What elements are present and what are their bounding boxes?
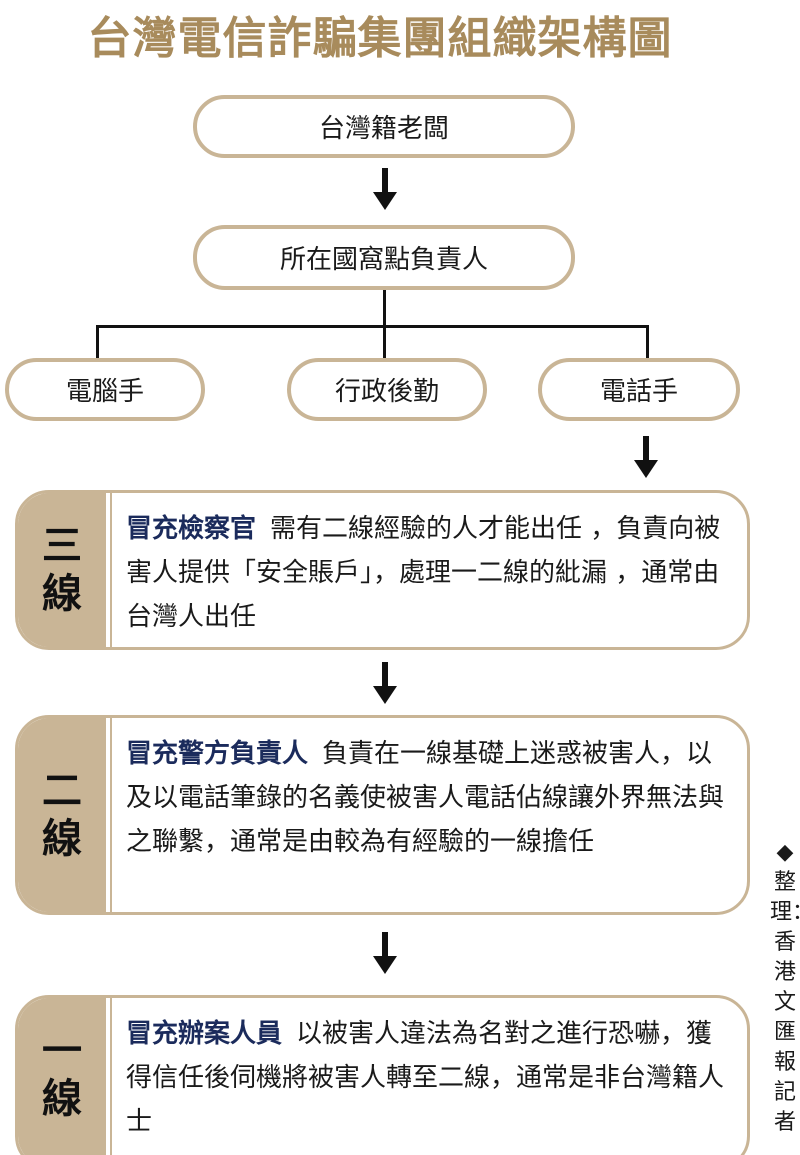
- node-phone: 電話手: [538, 358, 740, 421]
- line-label-bottom: 線: [42, 815, 82, 862]
- line-label: 三線: [18, 493, 110, 647]
- role-description: 需有二線經驗的人才能出任 ，負責向被害人提供「安全賬戶」，處理一二線的紕漏 ，通…: [126, 514, 721, 632]
- section-line-3: 三線 冒充檢察官需有二線經驗的人才能出任 ，負責向被害人提供「安全賬戶」，處理一…: [15, 490, 750, 650]
- connector-line: [383, 325, 386, 360]
- node-computer: 電腦手: [5, 358, 205, 421]
- connector-line: [96, 325, 99, 360]
- chart-title: 台灣電信詐騙集團組織架構圖: [87, 13, 673, 64]
- connector-line: [96, 325, 649, 328]
- credit-text: ◆整理：香港文匯報記者: [770, 840, 800, 1135]
- role-title: 冒充警方負責人: [126, 739, 309, 769]
- line-label: 二線: [18, 718, 110, 912]
- line-label-top: 一: [42, 1027, 82, 1074]
- line-label-top: 三: [42, 522, 82, 569]
- line-label-bottom: 線: [42, 570, 82, 617]
- node-admin: 行政後勤: [287, 358, 487, 421]
- role-description: 以被害人違法為名對之進行恐嚇，獲得信任後伺機將被害人轉至二線，通常是非台灣籍人士: [126, 1019, 725, 1137]
- role-title: 冒充辦案人員: [126, 1019, 283, 1049]
- connector-line: [646, 325, 649, 360]
- node-boss: 台灣籍老闆: [193, 95, 575, 158]
- line-label-top: 二: [42, 767, 82, 814]
- role-description: 負責在一線基礎上迷惑被害人，以及以電話筆錄的名義使被害人電話佔線讓外界無法與之聯…: [126, 739, 725, 857]
- section-line-2: 二線 冒充警方負責人負責在一線基礎上迷惑被害人，以及以電話筆錄的名義使被害人電話…: [15, 715, 750, 915]
- section-line-1: 一線 冒充辦案人員以被害人違法為名對之進行恐嚇，獲得信任後伺機將被害人轉至二線，…: [15, 995, 750, 1155]
- line-label-bottom: 線: [42, 1075, 82, 1122]
- line-label: 一線: [18, 998, 110, 1155]
- connector-line: [383, 290, 386, 326]
- node-leader: 所在國窩點負責人: [193, 225, 575, 290]
- role-title: 冒充檢察官: [126, 514, 257, 544]
